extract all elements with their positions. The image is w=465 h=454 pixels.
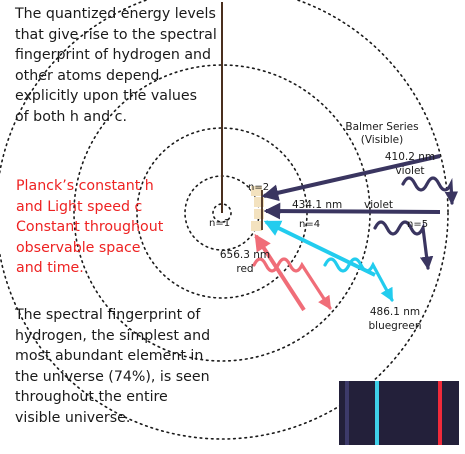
intro-line: fingerprint of hydrogen and xyxy=(15,47,212,63)
arrow-486nm xyxy=(263,220,376,277)
intro-line: that give rise to the spectral xyxy=(15,26,217,43)
intro-line: The quantized energy levels xyxy=(15,6,216,22)
n2-highlight-upper-mid xyxy=(254,197,264,207)
fingerprint-line: The spectral fingerprint of xyxy=(15,307,201,323)
n2-highlight-lower-mid xyxy=(254,209,264,219)
level-label-n1: n=1 xyxy=(209,218,230,229)
arrow-656nm xyxy=(254,233,306,312)
wavelength-410nm: 410.2 nm xyxy=(385,151,435,163)
constants-line: and time. xyxy=(16,260,84,276)
constants-paragraph: Planck’s constant h and Light speed c Co… xyxy=(16,176,163,279)
intro-paragraph: The quantized energy levels that give ri… xyxy=(15,4,217,127)
fingerprint-line: visible universe. xyxy=(15,409,131,426)
fingerprint-line: most abundant element in xyxy=(15,348,204,364)
wavelength-434nm: 434.1 nm xyxy=(292,199,342,211)
orbit-n5 xyxy=(0,0,449,440)
fingerprint-paragraph: The spectral fingerprint of hydrogen, th… xyxy=(15,305,210,428)
constants-line: and Light speed c xyxy=(16,198,143,215)
constants-line: Planck’s constant h xyxy=(16,178,154,194)
constants-line: observable space xyxy=(16,239,141,256)
n2-landing-highlights xyxy=(251,186,264,231)
series-title: Balmer Series xyxy=(345,121,418,133)
colorname-434nm: violet xyxy=(364,199,393,211)
arrow-410nm xyxy=(261,154,441,202)
spectrum-line-bluegreen xyxy=(375,381,379,445)
level-label-n4: n=4 xyxy=(299,219,320,230)
photon-486nm-wave xyxy=(323,257,394,302)
colorname-486nm: bluegreen xyxy=(368,320,421,332)
series-subtitle: (Visible) xyxy=(361,134,404,146)
intro-line: explicitly upon the values xyxy=(15,88,198,104)
fingerprint-line: the universe (74%), is seen xyxy=(15,368,210,385)
photon-656nm-wave xyxy=(252,257,332,310)
fingerprint-line: throughout the entire xyxy=(15,389,168,405)
level-label-n2: n=2 xyxy=(248,182,269,193)
constants-line: Constant throughout xyxy=(16,219,164,235)
intro-line: of both h and c. xyxy=(15,108,127,125)
colorname-410nm: violet xyxy=(395,165,424,177)
arrow-434nm xyxy=(263,202,441,220)
n2-highlight-top xyxy=(251,186,262,196)
wavelength-486nm: 486.1 nm xyxy=(370,306,420,318)
photon-434nm-wave xyxy=(373,220,434,271)
orbit-n1 xyxy=(212,203,232,223)
colorname-656nm: red xyxy=(236,263,253,275)
level-label-n5: n=5 xyxy=(407,219,428,230)
wavelength-656nm: 656.3 nm xyxy=(220,249,270,261)
spectrum-line-violet-faint xyxy=(345,381,349,445)
spectrum-line-red xyxy=(438,381,442,445)
n2-highlight-bottom xyxy=(251,221,262,231)
photon-410nm-wave xyxy=(401,176,459,206)
intro-line: other atoms depend xyxy=(15,67,160,84)
fingerprint-line: hydrogen, the simplest and xyxy=(15,327,211,344)
